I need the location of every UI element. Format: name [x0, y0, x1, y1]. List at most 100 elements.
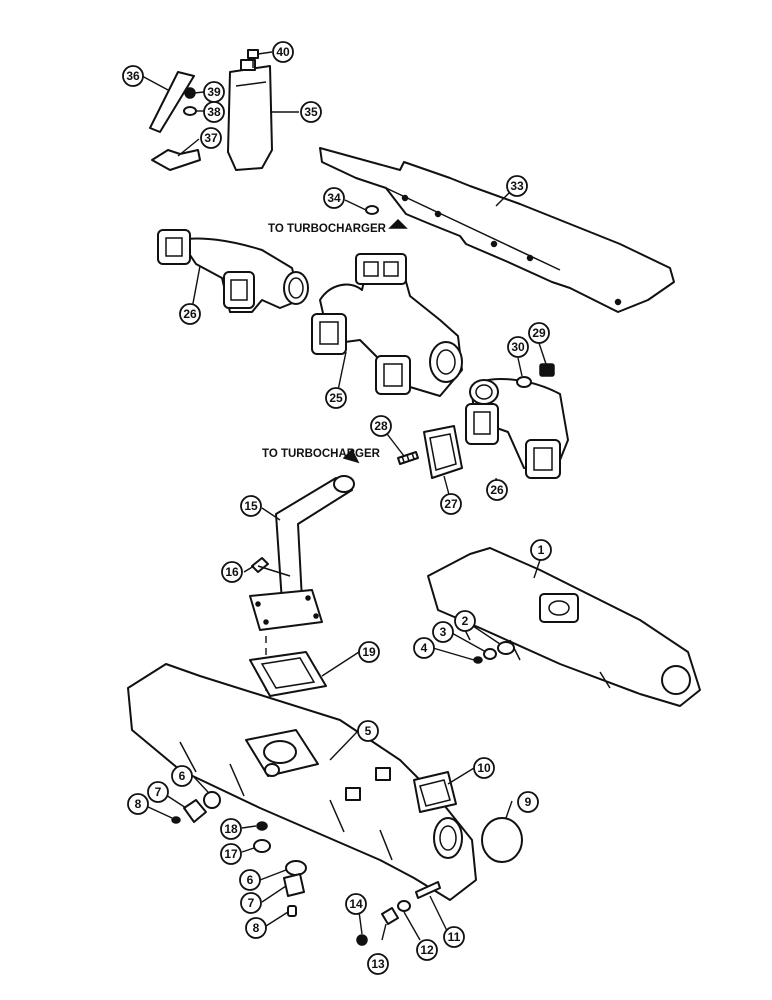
svg-text:25: 25	[329, 391, 343, 405]
svg-text:7: 7	[155, 785, 162, 799]
svg-text:18: 18	[224, 822, 238, 836]
svg-text:26: 26	[183, 307, 197, 321]
stud-28	[397, 451, 419, 465]
plug-4	[473, 656, 483, 664]
callout-40: 40	[272, 41, 294, 63]
note-to-turbocharger-upper: TO TURBOCHARGER	[268, 218, 408, 235]
callout-4: 4	[413, 637, 435, 659]
callout-38: 38	[203, 101, 225, 123]
exhaust-manifold-5	[127, 663, 477, 901]
callout-12: 12	[416, 939, 438, 961]
gasket-19	[249, 651, 327, 697]
svg-text:6: 6	[247, 873, 254, 887]
gasket-10	[413, 771, 457, 813]
nut-14	[356, 934, 368, 946]
callout-7a: 7	[147, 781, 169, 803]
svg-text:5: 5	[365, 724, 372, 738]
svg-text:7: 7	[248, 896, 255, 910]
nut-29	[539, 363, 555, 377]
svg-text:28: 28	[374, 419, 388, 433]
callout-33: 33	[506, 175, 528, 197]
callout-7b: 7	[240, 892, 262, 914]
callout-26-upper: 26	[179, 303, 201, 325]
svg-text:3: 3	[440, 625, 447, 639]
svg-text:40: 40	[276, 45, 290, 59]
fitting-7a	[183, 799, 207, 823]
callout-16: 16	[221, 561, 243, 583]
callout-2: 2	[454, 610, 476, 632]
heat-shield-35	[227, 59, 273, 171]
callout-37: 37	[200, 127, 222, 149]
nut-18	[256, 821, 268, 831]
plug-8a	[171, 816, 181, 824]
svg-text:2: 2	[462, 614, 469, 628]
plug-9	[481, 817, 523, 863]
callout-35: 35	[300, 101, 322, 123]
heat-shield-33	[319, 147, 675, 313]
exhaust-manifold-1	[427, 547, 701, 707]
callout-30: 30	[507, 336, 529, 358]
callout-1: 1	[530, 539, 552, 561]
callout-26-lower: 26	[486, 479, 508, 501]
svg-text:15: 15	[244, 499, 258, 513]
stud-11	[415, 881, 441, 899]
nut-39	[184, 87, 196, 99]
washer-38	[183, 106, 197, 116]
callout-8a: 8	[127, 793, 149, 815]
callout-34: 34	[323, 187, 345, 209]
svg-text:16: 16	[225, 565, 239, 579]
svg-text:38: 38	[207, 105, 221, 119]
washer-6b	[285, 860, 307, 876]
svg-text:35: 35	[304, 105, 318, 119]
callout-8b: 8	[245, 917, 267, 939]
gasket-27	[423, 425, 463, 479]
svg-text:8: 8	[135, 797, 142, 811]
svg-text:6: 6	[179, 769, 186, 783]
capscrew-16	[251, 557, 291, 577]
svg-text:29: 29	[532, 326, 546, 340]
callout-19: 19	[358, 641, 380, 663]
turbo-elbow-pipe-15	[249, 475, 355, 631]
washer-6a	[203, 791, 221, 809]
callout-5: 5	[357, 720, 379, 742]
note-upper-text: TO TURBOCHARGER	[268, 223, 387, 235]
callout-13: 13	[367, 953, 389, 975]
callout-17: 17	[220, 843, 242, 865]
callout-18: 18	[220, 818, 242, 840]
bracket-36	[149, 71, 195, 133]
callout-25: 25	[325, 387, 347, 409]
svg-text:34: 34	[327, 191, 341, 205]
callout-15: 15	[240, 495, 262, 517]
svg-text:19: 19	[362, 645, 376, 659]
callout-27: 27	[440, 493, 462, 515]
callout-10: 10	[473, 757, 495, 779]
svg-text:17: 17	[224, 847, 238, 861]
washer-12	[397, 900, 411, 912]
note-lower-text: TO TURBOCHARGER	[262, 448, 381, 460]
svg-text:9: 9	[525, 795, 532, 809]
callout-6a: 6	[171, 765, 193, 787]
callout-29: 29	[528, 322, 550, 344]
fitting-7b	[283, 873, 305, 897]
svg-text:33: 33	[510, 179, 524, 193]
svg-text:30: 30	[511, 340, 525, 354]
callout-6b: 6	[239, 869, 261, 891]
svg-text:1: 1	[538, 543, 545, 557]
washer-34	[365, 205, 379, 215]
callout-9: 9	[517, 791, 539, 813]
manifold-section-26-upper	[157, 229, 309, 313]
svg-text:36: 36	[126, 69, 140, 83]
callout-36: 36	[122, 65, 144, 87]
svg-text:8: 8	[253, 921, 260, 935]
callout-28: 28	[370, 415, 392, 437]
svg-text:10: 10	[477, 761, 491, 775]
callout-39: 39	[203, 81, 225, 103]
fitting-17	[253, 839, 271, 853]
svg-text:13: 13	[371, 957, 385, 971]
svg-text:11: 11	[448, 930, 461, 944]
callout-3: 3	[432, 621, 454, 643]
svg-text:12: 12	[420, 943, 434, 957]
fitting-2	[497, 641, 515, 655]
